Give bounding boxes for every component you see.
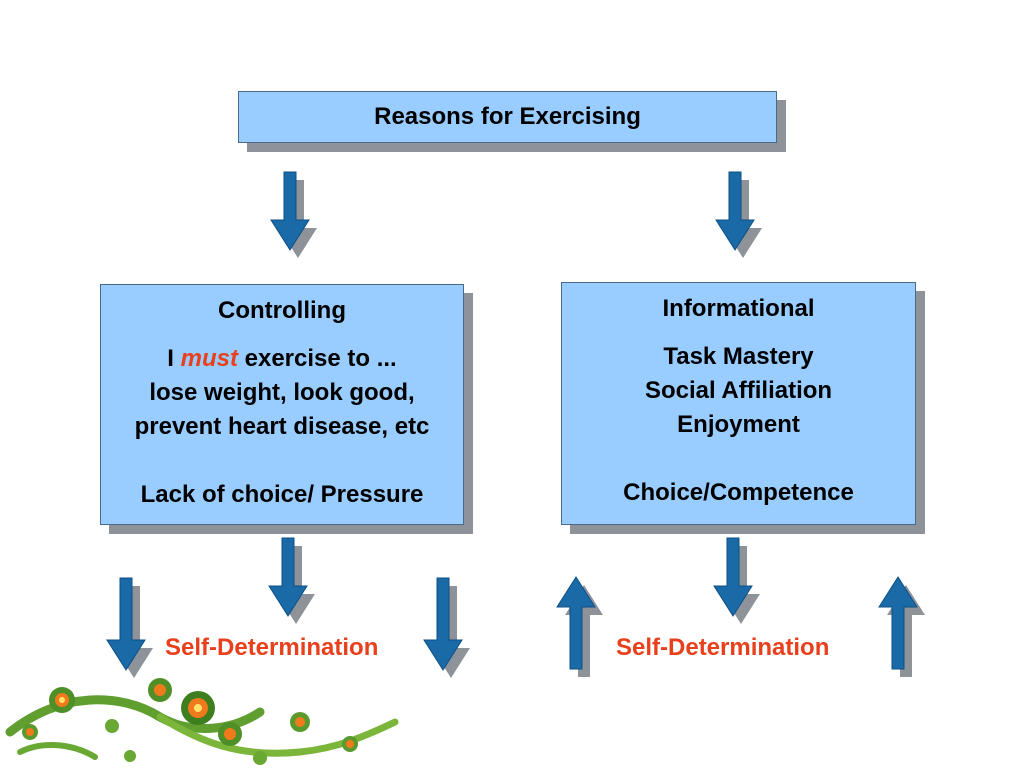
arrow-down-controlling-right-icon — [423, 577, 463, 671]
title-text: Reasons for Exercising — [374, 103, 641, 130]
controlling-line-1: I must exercise to ... — [101, 342, 463, 376]
informational-box: Informational Task Mastery Social Affili… — [561, 282, 916, 525]
must-emphasis: must — [180, 345, 238, 372]
arrow-down-informational-center-icon — [713, 537, 753, 617]
title-box: Reasons for Exercising — [238, 91, 777, 143]
self-determination-left: Self-Determination — [165, 634, 379, 661]
fractal-swirl-decoration — [5, 678, 399, 765]
arrow-down-controlling-left-icon — [106, 577, 146, 671]
controlling-box: Controlling I must exercise to ... lose … — [100, 284, 464, 525]
arrow-up-informational-left-icon — [556, 576, 596, 670]
self-determination-right: Self-Determination — [616, 634, 830, 661]
informational-footer: Choice/Competence — [623, 479, 854, 506]
arrow-down-title-to-informational-icon — [715, 171, 755, 251]
controlling-line-4: Lack of choice/ Pressure — [140, 481, 424, 508]
arrow-down-controlling-center-icon — [268, 537, 308, 617]
controlling-line-1-suffix: exercise to ... — [237, 345, 397, 372]
controlling-heading: Controlling — [218, 297, 346, 324]
arrow-down-title-to-controlling-icon — [270, 171, 310, 251]
spacer — [562, 442, 915, 476]
informational-heading: Informational — [662, 295, 815, 322]
arrow-up-informational-right-icon — [878, 576, 918, 670]
spacer — [101, 444, 463, 478]
controlling-line-3: prevent heart disease, etc — [134, 413, 430, 440]
informational-lines: Task Mastery Social Affiliation Enjoymen… — [562, 340, 915, 510]
controlling-line-2: lose weight, look good, — [149, 379, 415, 406]
informational-item: Enjoyment — [677, 411, 800, 438]
controlling-line-1-prefix: I — [167, 345, 181, 372]
controlling-lines: I must exercise to ... lose weight, look… — [101, 342, 463, 512]
informational-item: Social Affiliation — [644, 377, 833, 404]
informational-item: Task Mastery — [663, 343, 814, 370]
